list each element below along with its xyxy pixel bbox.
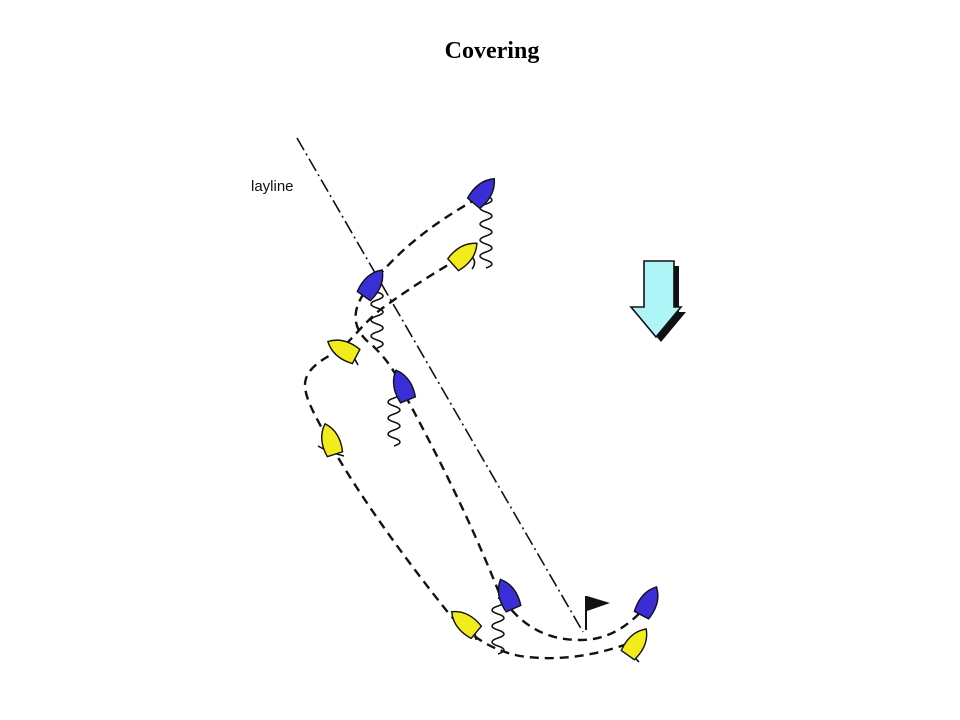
- blue-boat-wake-bottom: [491, 597, 505, 655]
- windward-mark-flag-icon: [585, 596, 610, 630]
- blue-boat-wake-lower: [387, 389, 401, 447]
- blue-boat-2: [356, 269, 384, 302]
- yellow-boat-4: [450, 610, 483, 640]
- blue-boat-5: [633, 585, 659, 620]
- wind-direction-arrow-icon: [629, 260, 686, 342]
- layline-label: layline: [251, 178, 294, 195]
- slide-title: Covering: [444, 38, 540, 64]
- blue-boat-track: [354, 196, 651, 642]
- boat-hull-icon: [497, 578, 522, 613]
- yellow-boat-1: [446, 242, 478, 272]
- blue-boat-wake-mid: [370, 291, 384, 349]
- boat-hull-icon: [620, 628, 648, 661]
- boat-hull-icon: [450, 610, 483, 640]
- yellow-boat-track: [303, 256, 639, 660]
- blue-boat-1: [466, 177, 496, 210]
- blue-boat-3: [392, 369, 417, 404]
- yellow-boat-2: [326, 339, 361, 365]
- boat-hull-icon: [466, 177, 496, 210]
- boat-hull-icon: [446, 242, 478, 272]
- boat-hull-icon: [633, 585, 659, 620]
- yellow-boat-5: [620, 628, 648, 661]
- blue-boat-4: [497, 578, 522, 613]
- boat-hull-icon: [326, 339, 361, 365]
- yellow-boat-3: [320, 422, 344, 458]
- boat-hull-icon: [356, 269, 384, 302]
- layline-line: [296, 137, 584, 633]
- boat-hull-icon: [320, 422, 344, 458]
- boat-hull-icon: [392, 369, 417, 404]
